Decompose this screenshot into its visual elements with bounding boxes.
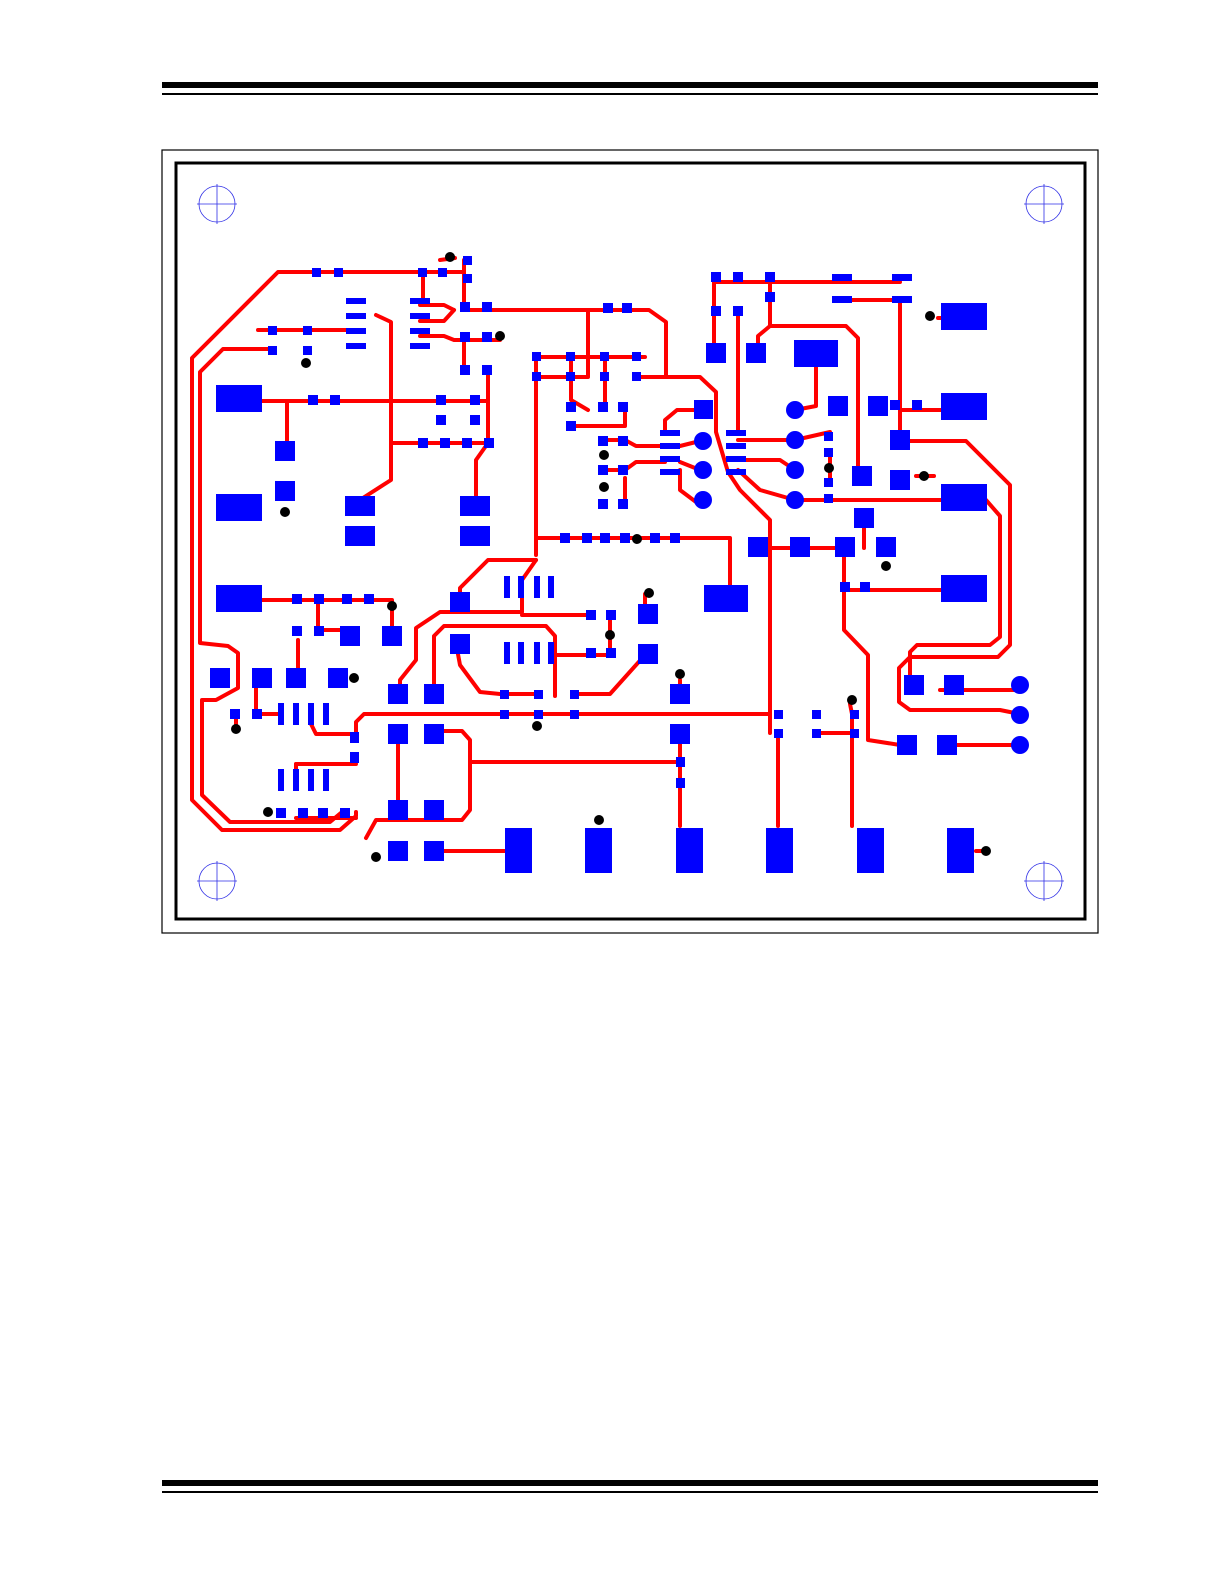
pad bbox=[460, 526, 490, 546]
footer-rule-thin bbox=[162, 1491, 1098, 1493]
mounting-hole-top-right bbox=[1024, 184, 1064, 224]
pad bbox=[345, 496, 375, 516]
mounting-holes bbox=[197, 184, 1064, 901]
mounting-hole-bottom-left bbox=[197, 861, 237, 901]
pad bbox=[275, 481, 295, 501]
mounting-hole-bottom-right bbox=[1024, 861, 1064, 901]
pad bbox=[460, 496, 490, 516]
pad bbox=[216, 585, 262, 612]
pad bbox=[216, 385, 262, 412]
pad bbox=[275, 441, 295, 461]
pad bbox=[216, 494, 262, 521]
smd-pads bbox=[210, 256, 1029, 873]
pad bbox=[345, 526, 375, 546]
footer-rule-thick bbox=[162, 1480, 1098, 1486]
mounting-hole-top-left bbox=[197, 184, 237, 224]
